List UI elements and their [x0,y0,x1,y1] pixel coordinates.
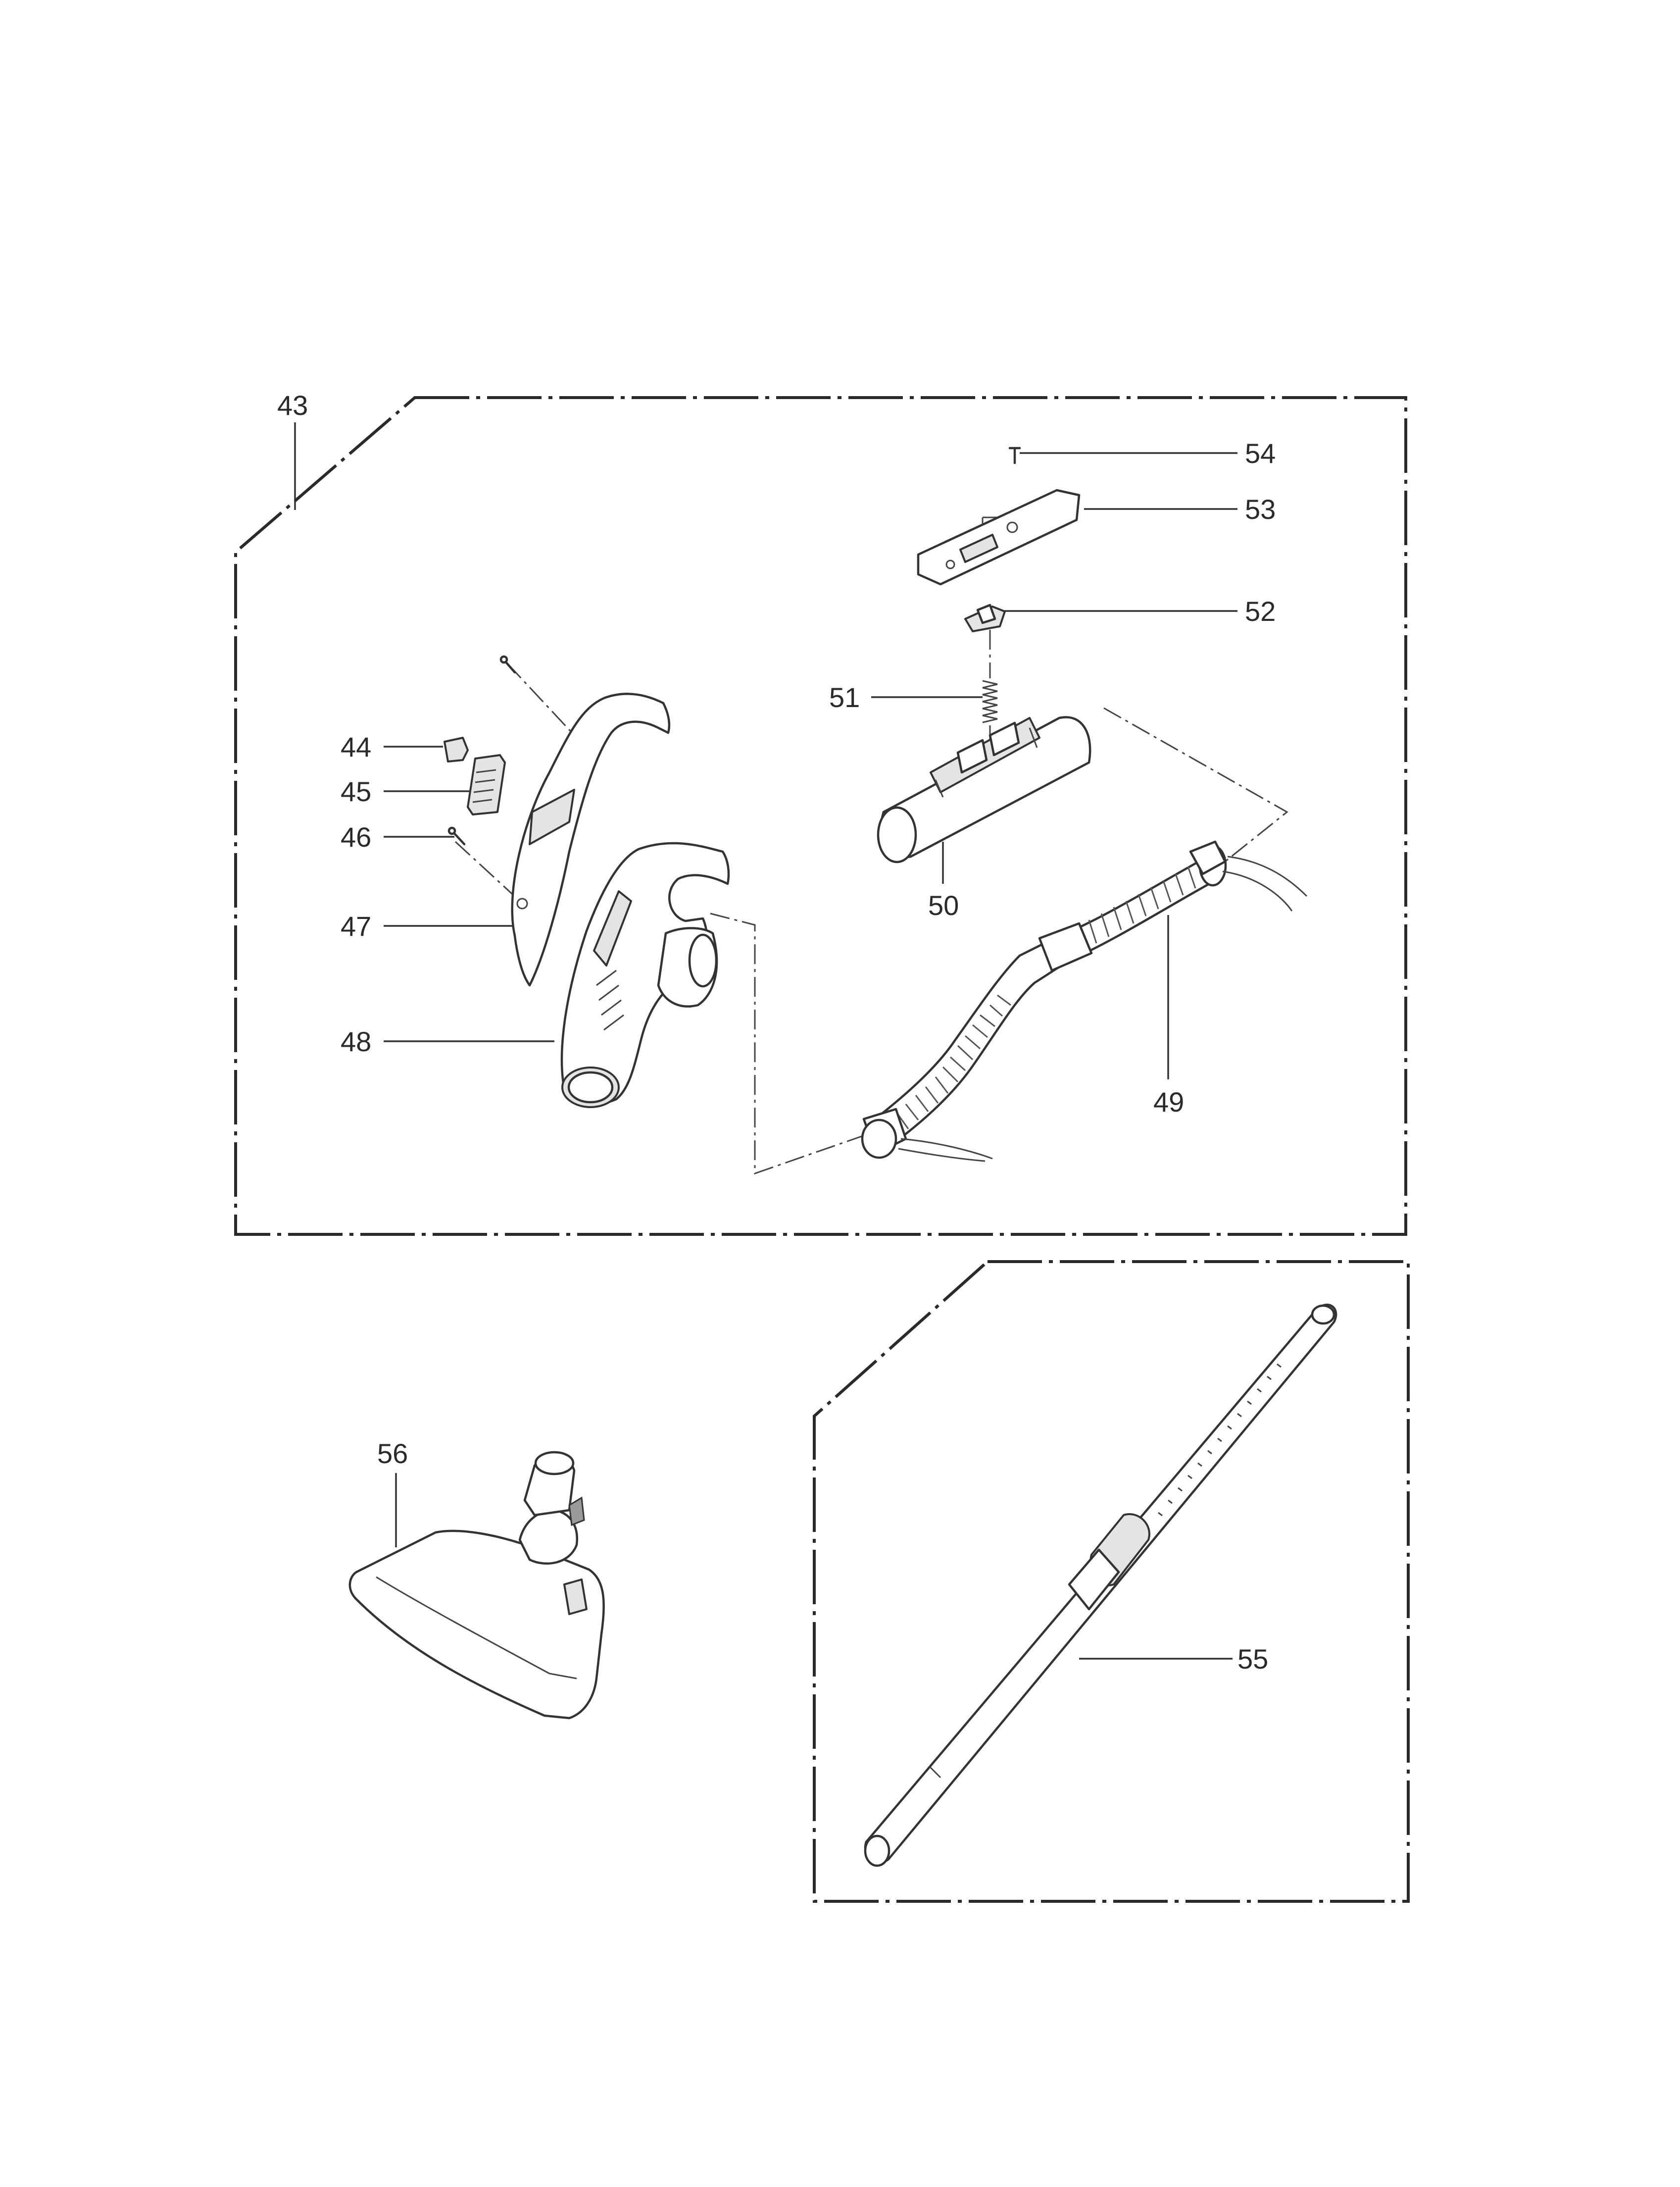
part-51-spring [982,680,998,723]
pipe-adjust-holes [1158,1363,1282,1517]
handle-cover-screw [499,655,516,674]
part-55-telescopic-pipe [864,1303,1337,1867]
callout-51: 51 [829,682,860,713]
callout-46: 46 [341,821,371,853]
callout-55: 55 [1237,1643,1268,1675]
part-54-screw [1008,447,1021,464]
upper-assembly-frame [234,396,1407,1236]
callout-44: 44 [341,731,371,763]
part-56-floor-nozzle [348,1451,605,1720]
callout-56: 56 [377,1438,408,1469]
callout-47: 47 [341,911,371,942]
callout-54: 54 [1245,438,1276,469]
part-53-top-plate [917,489,1081,586]
callout-48: 48 [341,1026,371,1057]
lower-pipe-frame [813,1260,1410,1903]
callout-50: 50 [928,890,959,921]
leader-lines [294,422,1237,1660]
callout-45: 45 [341,776,371,807]
part-50-coupling [877,716,1091,864]
part-47-handle-cover [511,693,671,987]
callout-43: 43 [277,390,308,421]
callout-52: 52 [1245,596,1276,627]
callout-labels: 43 44 45 46 47 48 49 50 51 52 53 54 55 5… [277,390,1276,1675]
part-49-hose [861,840,1308,1162]
part-52-latch [964,604,1006,632]
part-46-screw [447,826,466,846]
part-44-button [444,737,469,763]
callout-49: 49 [1153,1086,1184,1118]
part-45-slide-switch [467,754,506,815]
part-48-handle-body [560,842,730,1108]
callout-53: 53 [1245,494,1276,525]
